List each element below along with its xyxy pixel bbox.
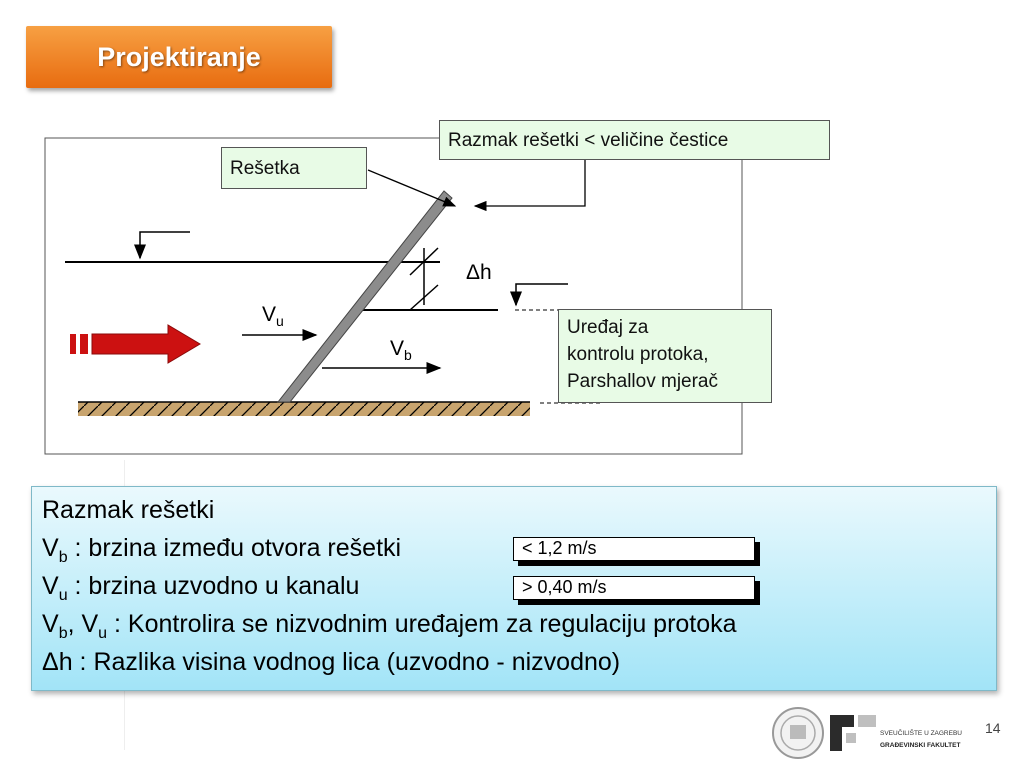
vb-value-box: < 1,2 m/s: [513, 537, 755, 561]
gf-logo-icon: [830, 715, 854, 751]
razmak-label: Razmak rešetki < veličine čestice: [439, 120, 830, 160]
svg-text:GRAĐEVINSKI FAKULTET: GRAĐEVINSKI FAKULTET: [880, 742, 960, 749]
title-box: Projektiranje: [26, 26, 332, 88]
page-number: 14: [985, 720, 1001, 736]
downstream-level-marker: [510, 283, 568, 307]
vb-label: Vb: [390, 337, 412, 364]
razmak-pointer: [473, 160, 586, 212]
uredaj-line-3: Parshallov mjerač: [567, 371, 718, 392]
uredaj-label: Uređaj za kontrolu protoka, Parshallov m…: [558, 309, 772, 403]
info-line-5: Δh : Razlika visina vodnog lica (uzvodno…: [42, 648, 621, 676]
page-title: Projektiranje: [97, 41, 261, 72]
vu-value-box: > 0,40 m/s: [513, 576, 755, 600]
info-line-1: Razmak rešetki: [42, 496, 215, 524]
diagram-frame: [44, 137, 743, 455]
uredaj-line-1: Uređaj za: [567, 317, 649, 338]
faculty-logo: SVEUČILIŠTE U ZAGREBU GRAĐEVINSKI FAKULT…: [772, 707, 962, 759]
delta-h-label: Δh: [466, 261, 492, 284]
upstream-level-marker: [134, 231, 190, 260]
flow-direction-arrow: [70, 324, 201, 364]
info-line-3: Vu : brzina uzvodno u kanalu: [42, 572, 360, 604]
vu-label: Vu: [262, 303, 284, 330]
uredaj-line-2: kontrolu protoka,: [567, 344, 709, 365]
info-line-4: Vb, Vu : Kontrolira se nizvodnim uređaje…: [42, 610, 737, 642]
screen-diagram: [44, 137, 743, 455]
svg-text:SVEUČILIŠTE U ZAGREBU: SVEUČILIŠTE U ZAGREBU: [880, 728, 962, 737]
resetka-pointer: [367, 169, 457, 207]
info-line-2: Vb : brzina između otvora rešetki: [42, 534, 402, 566]
resetka-label: Rešetka: [221, 147, 367, 189]
